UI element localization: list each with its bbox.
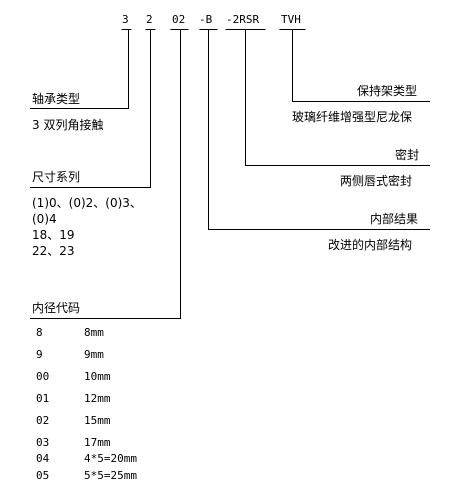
contact-angle-value: 3 双列角接触: [32, 118, 104, 132]
leader-internal-structure: [208, 30, 430, 230]
dimension-series-line-3: 18、19: [32, 228, 75, 242]
bore-code-title: 内径代码: [32, 301, 81, 315]
bore-size-value: 10mm: [84, 370, 111, 383]
leader-seal: [245, 30, 430, 166]
dimension-series-line-4: 22、23: [32, 244, 75, 258]
leader-cage-type: [292, 30, 430, 102]
cage-type-title: 保持架类型: [357, 84, 418, 98]
bore-code-value: 00: [36, 370, 50, 383]
seal-desc: 两侧唇式密封: [340, 174, 413, 188]
bore-code-value: 04: [36, 452, 50, 465]
leader-contact-angle: [30, 30, 129, 109]
code-part-seal: -2RSR: [226, 13, 260, 26]
code-part-type: 3: [122, 13, 129, 26]
bore-code-value: 03: [36, 436, 50, 449]
bore-size-value: 5*5=25mm: [84, 469, 137, 482]
bore-size-value: 12mm: [84, 392, 111, 405]
bore-size-value: 17mm: [84, 436, 111, 449]
bore-code-value: 9: [36, 348, 43, 361]
code-part-cage: TVH: [281, 13, 301, 26]
internal-structure-desc: 改进的内部结构: [328, 238, 413, 252]
bore-code-value: 01: [36, 392, 50, 405]
bore-code-value: 02: [36, 414, 50, 427]
bore-code-value: 8: [36, 326, 43, 339]
dimension-series-line-1: (1)0、(0)2、(0)3、: [32, 196, 142, 210]
leader-bore-code: [30, 30, 181, 319]
dimension-series-line-2: (0)4: [32, 212, 57, 226]
internal-structure-title: 内部结果: [370, 212, 419, 226]
cage-type-desc: 玻璃纤维增强型尼龙保: [292, 110, 413, 124]
dimension-series-title: 尺寸系列: [32, 170, 81, 184]
seal-title: 密封: [395, 148, 420, 162]
bore-code-value: 05: [36, 469, 50, 482]
bore-size-value: 15mm: [84, 414, 111, 427]
bore-size-value: 9mm: [84, 348, 104, 361]
bore-size-value: 8mm: [84, 326, 104, 339]
code-part-internal: -B: [199, 13, 213, 26]
code-part-series: 2: [146, 13, 153, 26]
code-part-bore: 02: [172, 13, 186, 26]
bore-size-value: 4*5=20mm: [84, 452, 137, 465]
leader-dimension-series: [30, 30, 151, 188]
contact-angle-title: 轴承类型: [32, 92, 81, 106]
